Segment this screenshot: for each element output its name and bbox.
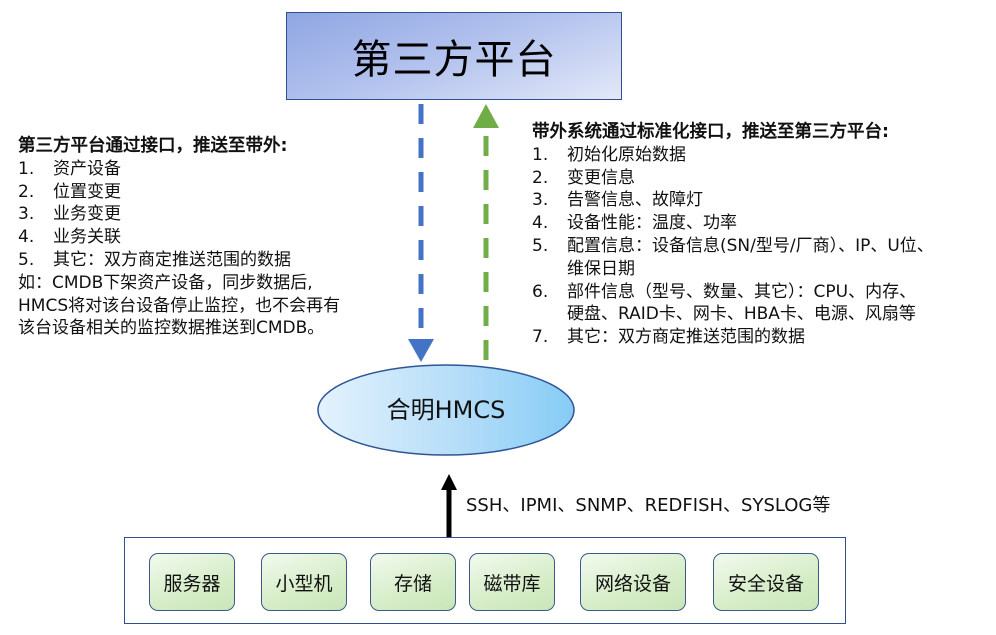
list-item-text: 设备性能：温度、功率 xyxy=(567,213,737,234)
push-to-platform-arrow xyxy=(473,104,499,360)
device-tape-library: 磁带库 xyxy=(469,553,555,611)
list-item-text: 初始化原始数据 xyxy=(567,144,686,165)
list-item-number: 7. xyxy=(532,327,549,348)
list-item: 1. 初始化原始数据 xyxy=(532,144,992,167)
device-label: 存储 xyxy=(393,572,432,595)
list-item-text: 其它：双方商定推送范围的数据 xyxy=(53,249,291,270)
third-party-platform-label: 第三方平台 xyxy=(351,37,557,83)
list-item-text: 告警信息、故障灯 xyxy=(567,190,703,211)
device-network-equipment: 网络设备 xyxy=(580,553,686,611)
list-item-text: 业务关联 xyxy=(53,227,121,248)
list-item-continuation: 维保日期 xyxy=(567,258,635,279)
list-item: 4. 业务关联 xyxy=(18,226,398,249)
device-label: 小型机 xyxy=(275,572,333,595)
list-item-text: 资产设备 xyxy=(53,158,121,179)
example-note-line: 如：CMDB下架资产设备，同步数据后, xyxy=(18,272,313,293)
list-item-number: 2. xyxy=(18,181,35,202)
device-server: 服务器 xyxy=(149,553,235,611)
list-item-text: 部件信息（型号、数量、其它）：CPU、内存、 xyxy=(567,281,917,302)
device-storage: 存储 xyxy=(370,553,456,611)
list-item-number: 4. xyxy=(18,227,35,248)
example-note-line: HMCS将对该台设备停止监控，也不会再有 xyxy=(18,295,341,316)
list-item: 3. 告警信息、故障灯 xyxy=(532,189,992,212)
example-note-line: 该台设备相关的监控数据推送到CMDB。 xyxy=(18,318,325,339)
device-label: 磁带库 xyxy=(483,572,541,595)
list-item-number: 2. xyxy=(532,167,549,188)
third-party-platform-box: 第三方平台 xyxy=(286,12,622,100)
list-item-number: 3. xyxy=(18,204,35,225)
device-security-equipment: 安全设备 xyxy=(713,553,819,611)
device-label: 服务器 xyxy=(163,572,221,595)
oob-to-platform-description: 带外系统通过标准化接口，推送至第三方平台: 1. 初始化原始数据 2. 变更信息… xyxy=(532,121,992,349)
list-item: 4. 设备性能：温度、功率 xyxy=(532,212,992,235)
list-item: 2. 变更信息 xyxy=(532,167,992,190)
platform-to-oob-heading: 第三方平台通过接口，推送至带外: xyxy=(18,136,288,156)
device-minicomputer: 小型机 xyxy=(261,553,347,611)
hmcs-node-label: 合明HMCS xyxy=(386,396,506,424)
list-item-number: 5. xyxy=(18,249,35,270)
list-item-text: 位置变更 xyxy=(53,181,121,202)
push-to-hmcs-arrowhead xyxy=(408,339,434,362)
list-item: 7. 其它：双方商定推送范围的数据 xyxy=(532,326,992,349)
list-item-number: 3. xyxy=(532,190,549,211)
list-item: 5. 其它：双方商定推送范围的数据 xyxy=(18,249,398,272)
protocols-label: SSH、IPMI、SNMP、REDFISH、SYSLOG等 xyxy=(466,495,831,516)
list-item-number: 6. xyxy=(532,281,549,302)
list-item: 6. 部件信息（型号、数量、其它）：CPU、内存、 xyxy=(532,281,992,304)
list-item-text: 其它：双方商定推送范围的数据 xyxy=(567,327,805,348)
list-item: 5. 配置信息：设备信息(SN/型号/厂商）、IP、U位、 xyxy=(532,235,992,258)
list-item: 1. 资产设备 xyxy=(18,158,398,181)
push-to-hmcs-arrow xyxy=(408,104,434,362)
device-label: 安全设备 xyxy=(727,572,804,595)
platform-to-oob-description: 第三方平台通过接口，推送至带外: 1. 资产设备 2. 位置变更 3. 业务变更… xyxy=(18,135,398,340)
list-item-continuation: 硬盘、RAID卡、网卡、HBA卡、电源、风扇等 xyxy=(567,304,916,325)
list-item-number: 1. xyxy=(532,144,549,165)
device-label: 网络设备 xyxy=(594,572,671,595)
list-item-number: 4. xyxy=(532,213,549,234)
protocol-collection-arrowhead xyxy=(441,474,457,490)
list-item-number: 5. xyxy=(532,235,549,256)
list-item-number: 1. xyxy=(18,158,35,179)
list-item-text: 变更信息 xyxy=(567,167,635,188)
list-item-text: 业务变更 xyxy=(53,204,121,225)
protocol-collection-arrow xyxy=(441,474,457,537)
list-item: 3. 业务变更 xyxy=(18,203,398,226)
list-item: 2. 位置变更 xyxy=(18,181,398,204)
oob-to-platform-heading: 带外系统通过标准化接口，推送至第三方平台: xyxy=(532,122,889,142)
hmcs-node xyxy=(317,364,575,456)
push-to-platform-arrowhead xyxy=(473,104,499,128)
list-item-text: 配置信息：设备信息(SN/型号/厂商）、IP、U位、 xyxy=(567,235,934,256)
